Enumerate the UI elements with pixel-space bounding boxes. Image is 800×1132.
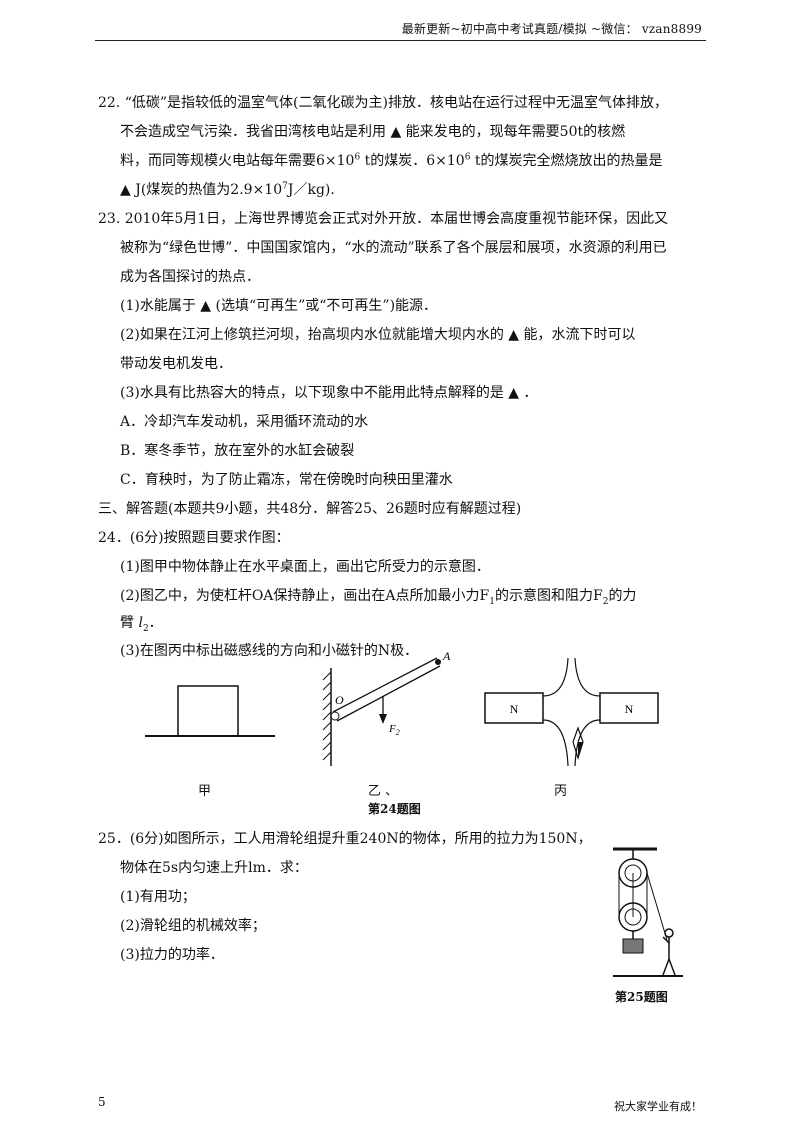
- section3-heading: 三、解答题(本题共9小题，共48分．解答25、26题时应有解题过程): [98, 501, 522, 517]
- q25-line2: 物体在5s内匀速上升lm．求：: [120, 860, 308, 876]
- footer-slogan: 祝大家学业有成！: [614, 1100, 702, 1113]
- magnet-right: [599, 692, 659, 724]
- label-a: A: [442, 649, 451, 663]
- figure-bing: N N: [484, 657, 659, 767]
- header-rule: [95, 40, 706, 41]
- magnet-right-n: N: [625, 702, 634, 716]
- q23-option-c: C．育秧时，为了防止霜冻，常在傍晚时向秧田里灌水: [120, 472, 453, 488]
- figure-bing-label: 丙: [554, 784, 568, 799]
- point-a: [435, 659, 441, 665]
- q23-line1: 23. 2010年5月1日，上海世界博览会正式对外开放．本届世博会高度重视节能环…: [98, 211, 669, 227]
- figure24-caption: 第24题图: [368, 802, 421, 816]
- q23-part2: (2)如果在江河上修筑拦河坝，抬高坝内水位就能增大坝内水的 ▲ 能，水流下时可以: [120, 327, 636, 343]
- q23-option-b: B．寒冬季节，放在室外的水缸会破裂: [120, 443, 355, 459]
- figure-jia-label: 甲: [198, 784, 212, 799]
- block-rect: [177, 685, 239, 737]
- figure25-pulley: [613, 847, 683, 977]
- figure-yi-label: 乙 、: [368, 784, 399, 799]
- wall-hatch: [322, 671, 332, 761]
- ropes: [618, 872, 668, 941]
- force-f2-arrowhead: [379, 714, 387, 724]
- lever-bottom-edge: [336, 665, 441, 722]
- pivot-o: [330, 711, 340, 721]
- q25-line1: 25．(6分)如图所示，工人用滑轮组提升重240N的物体，所用的拉力为150N，: [98, 831, 592, 847]
- q24-part2: (2)图乙中，为使杠杆OA保持静止，画出在A点所加最小力F1的示意图和阻力F2的…: [120, 588, 637, 607]
- q25-part2: (2)滑轮组的机械效率；: [120, 918, 266, 934]
- magnet-left-n: N: [510, 702, 519, 716]
- label-o: O: [335, 693, 344, 707]
- q23-option-a: A．冷却汽车发动机，采用循环流动的水: [120, 414, 369, 430]
- q24-part3: (3)在图丙中标出磁感线的方向和小磁针的N极．: [120, 643, 419, 659]
- q25-part1: (1)有用功；: [120, 889, 196, 905]
- figure-yi: O A F2: [322, 649, 451, 766]
- lever-top-edge: [332, 657, 438, 713]
- q24-part2-cont: 臂 l2．: [120, 615, 163, 634]
- worker-figure: [662, 928, 676, 976]
- q23-part2-cont: 带动发电机发电．: [120, 356, 232, 372]
- q22-line2: 不会造成空气污染．我省田湾核电站是利用 ▲ 能来发电的，现每年需要50t的核燃: [120, 124, 626, 140]
- figure25-caption: 第25题图: [615, 990, 668, 1004]
- field-lines: [542, 657, 601, 767]
- q23-part1: (1)水能属于 ▲ (选填“可再生”或“不可再生”)能源．: [120, 298, 438, 314]
- q23-line3: 成为各国探讨的热点．: [120, 269, 260, 285]
- q22-line4: ▲ J(煤炭的热值为2.9×107J／kg).: [120, 181, 335, 198]
- q23-part3: (3)水具有比热容大的特点，以下现象中不能用此特点解释的是 ▲ ．: [120, 385, 538, 401]
- label-f2: F2: [388, 723, 400, 737]
- q22-line3: 料，而同等规模火电站每年需要6×106 t的煤炭．6×106 t的煤炭完全燃烧放…: [120, 152, 663, 169]
- q22-line1: 22. “低碳”是指较低的温室气体(二氧化碳为主)排放．核电站在运行过程中无温室…: [98, 95, 668, 111]
- q24-part1: (1)图甲中物体静止在水平桌面上，画出它所受力的示意图．: [120, 559, 490, 575]
- compass-needle-half: [578, 742, 583, 758]
- q24-line1: 24．(6分)按照题目要求作图：: [98, 530, 290, 546]
- q23-line2: 被称为“绿色世博”．中国国家馆内，“水的流动”联系了各个展层和展项，水资源的利用…: [120, 240, 667, 256]
- load-block: [622, 938, 644, 954]
- page-number: 5: [98, 1095, 106, 1109]
- q25-part3: (3)拉力的功率．: [120, 947, 224, 963]
- figure-jia: [145, 685, 275, 737]
- magnet-left: [484, 692, 544, 724]
- page-header: 最新更新~初中高中考试真题/模拟 ~微信： vzan8899: [401, 22, 702, 36]
